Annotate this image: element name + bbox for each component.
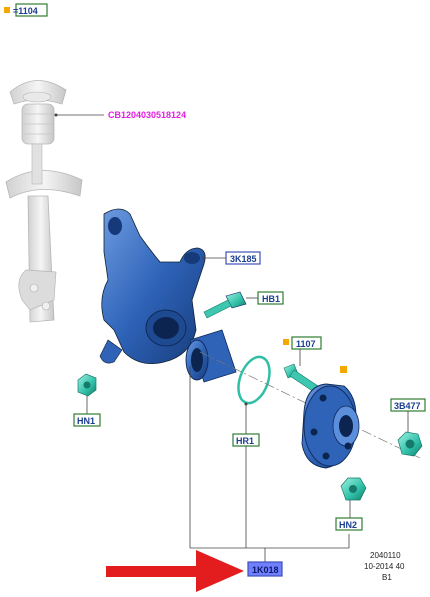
kit-bracket [189,366,350,562]
info-line-2: 10-2014 40 [364,562,405,571]
callout-1k018-box [247,561,283,577]
wheel-hub [301,383,360,469]
legend-marker [4,7,10,13]
callout-hb1-box [257,291,284,305]
strut-code: CB1204030518124 [108,110,186,120]
callout-hn1-box [73,413,101,427]
nut-hn2 [340,477,367,501]
callout-1107-box [291,336,322,350]
retaining-ring [237,355,271,405]
hub-marker [340,366,347,373]
callout-1k018: 1K018 [252,565,279,575]
bolt-1107 [283,363,319,393]
callout-hn2: HN2 [339,520,357,530]
steering-knuckle [99,208,206,365]
callout-hn2-box [335,517,363,531]
legend-text: =1104 [13,6,38,16]
nut-3b477 [397,431,423,457]
callout-3k185-box [225,251,261,265]
callout-3k185: 3K185 [230,254,257,264]
info-line-3: B1 [382,573,392,582]
wheel-bearing [185,329,237,383]
bolt-hb1 [203,291,247,319]
callout-hr1: HR1 [236,436,254,446]
info-line-1: 2040110 [370,551,401,560]
callout-hb1: HB1 [262,294,280,304]
callout-1107-marker [283,339,289,345]
nut-hn1 [77,373,97,397]
callout-3b477: 3B477 [394,401,421,411]
strut-assembly [5,80,83,323]
legend-box [15,3,48,17]
callout-hn1: HN1 [77,416,95,426]
red-arrow [106,550,244,592]
callout-1107: 1107 [296,339,316,349]
